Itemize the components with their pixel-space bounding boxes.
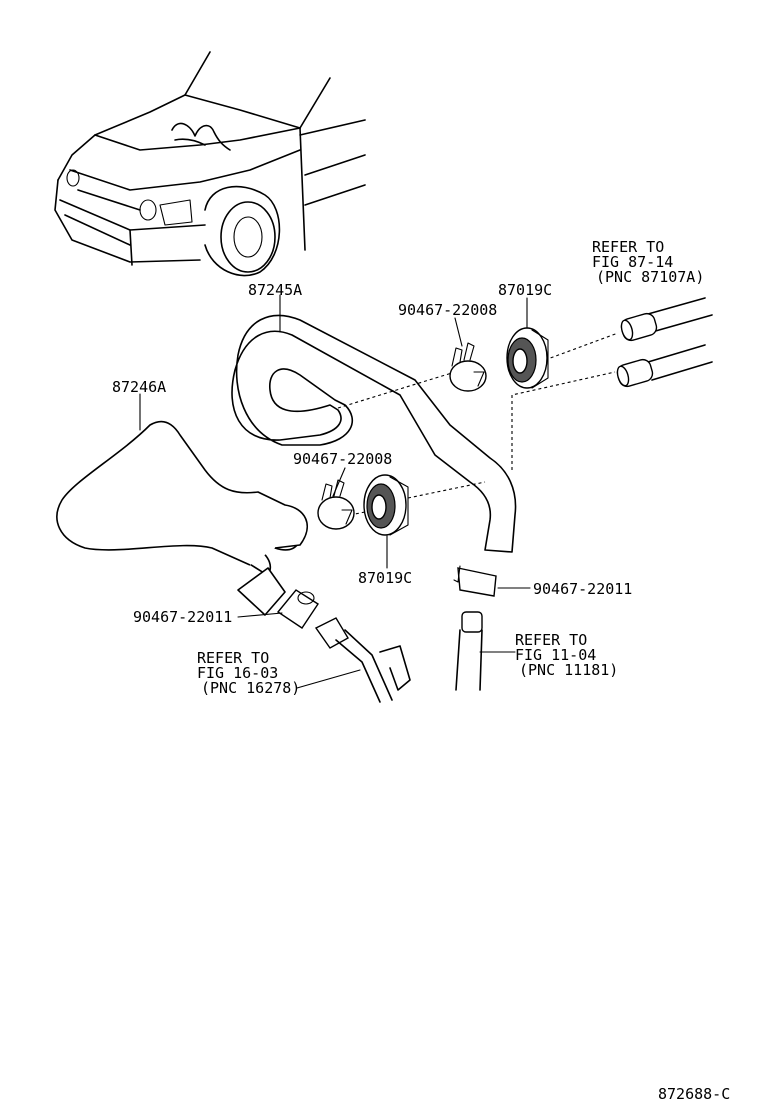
label-grommet-mid: 87019C — [358, 569, 412, 587]
ref-bottom-left-line-2: FIG 16-03 — [197, 664, 278, 682]
grommet-top — [506, 327, 549, 389]
ref-bottom-right-line-3: (PNC 11181) — [519, 661, 618, 679]
label-clamp-mid: 90467-22008 — [293, 450, 392, 468]
pipe-bottom-left — [314, 617, 411, 703]
ref-bottom-left-line-1: REFER TO — [197, 649, 269, 667]
refer-block-bottom-right: REFER TO FIG 11-04 (PNC 11181) — [515, 631, 618, 679]
pipe-bottom-right — [455, 611, 483, 691]
label-clamp-right: 90467-22011 — [533, 580, 632, 598]
label-grommet-top: 87019C — [498, 281, 552, 299]
grommet-mid — [363, 474, 409, 536]
clamp-right — [453, 565, 497, 597]
hose-87245a — [231, 314, 517, 553]
label-hose-87245a: 87245A — [248, 281, 302, 299]
refer-block-bottom-left: REFER TO FIG 16-03 (PNC 16278) — [197, 649, 300, 697]
ref-bottom-left-line-3: (PNC 16278) — [201, 679, 300, 697]
car-front-illustration — [54, 51, 366, 277]
ref-top-right-line-3: (PNC 87107A) — [596, 268, 704, 286]
ref-top-right-line-1: REFER TO — [592, 238, 664, 256]
clamp-mid — [317, 479, 355, 530]
label-clamp-top: 90467-22008 — [398, 301, 497, 319]
label-leaders — [139, 294, 531, 689]
ref-bottom-right-line-1: REFER TO — [515, 631, 587, 649]
label-hose-87246a: 87246A — [112, 378, 166, 396]
refer-block-top-right: REFER TO FIG 87-14 (PNC 87107A) — [592, 238, 704, 286]
metal-tubes-top — [616, 297, 713, 388]
clamp-top — [449, 342, 487, 392]
clamp-left — [276, 589, 319, 629]
diagram-code: 872688-C — [658, 1085, 730, 1103]
label-clamp-left: 90467-22011 — [133, 608, 232, 626]
hose-87246a — [56, 420, 309, 616]
ref-top-right-line-2: FIG 87-14 — [592, 253, 673, 271]
ref-bottom-right-line-2: FIG 11-04 — [515, 646, 596, 664]
